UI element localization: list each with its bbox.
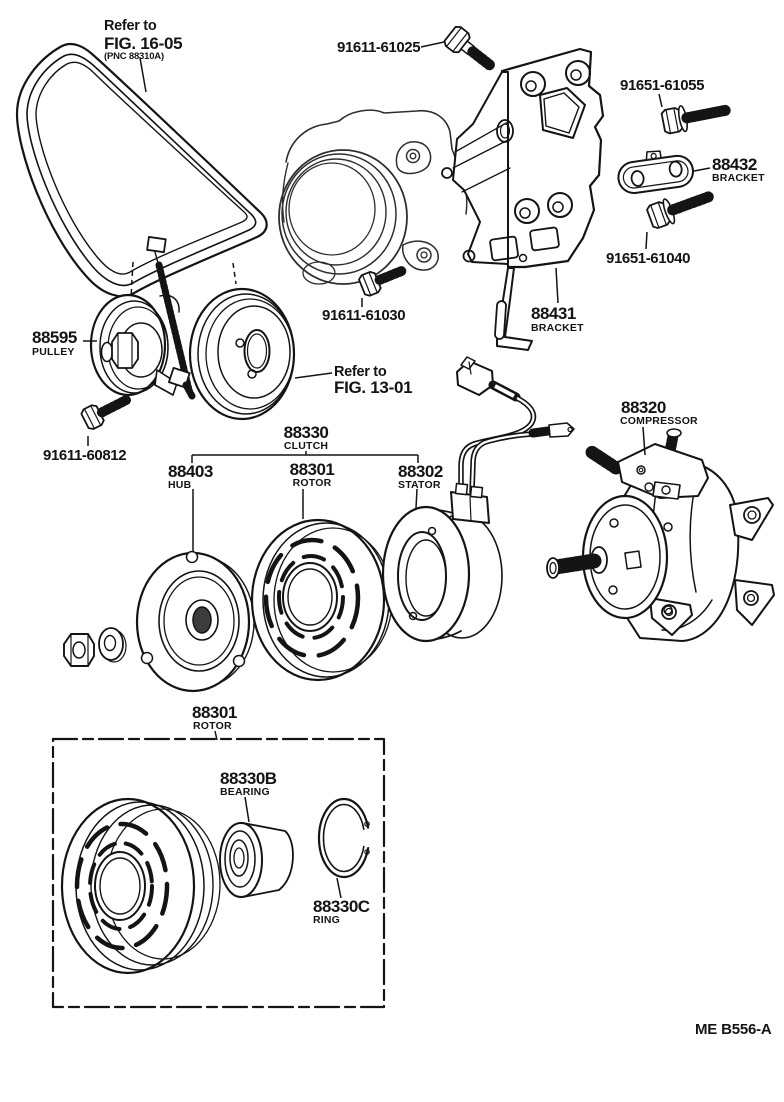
- part-name-88330: CLUTCH: [284, 440, 328, 452]
- part-name-88432: BRACKET: [712, 172, 765, 184]
- leader-line: [214, 730, 218, 741]
- part-label-91611-61030: 91611-61030: [322, 307, 405, 324]
- snap-ring-88330C: [317, 797, 371, 879]
- leader-line: [658, 93, 663, 108]
- leader-line: [244, 796, 250, 823]
- drive-belt: [15, 42, 268, 298]
- leader-line: [645, 231, 648, 250]
- crank-pulley: [188, 287, 296, 421]
- ref-fig-13-01-line2: FIG. 13-01: [334, 378, 412, 397]
- ref-fig-13-01-line1: Refer to: [334, 364, 387, 380]
- part-label-88330B: 88330B: [220, 769, 277, 788]
- compressor-front-view: [278, 109, 468, 285]
- bolt-icon-91651-61040: [646, 191, 714, 229]
- bracket-88432: [617, 150, 694, 194]
- clutch-hub-88403: [135, 550, 255, 693]
- bracket-88431: [441, 47, 605, 351]
- part-name-88595: PULLEY: [32, 346, 75, 358]
- tension-adjuster-bolt: [146, 236, 193, 394]
- compressor-88320: [546, 428, 775, 642]
- part-label-88320: 88320: [621, 398, 666, 417]
- part-label-91651-61055: 91651-61055: [620, 77, 704, 94]
- clutch-stator-88302: [381, 482, 503, 643]
- idler-pulley-88595: [89, 293, 180, 397]
- part-name-88301-detail: ROTOR: [193, 720, 232, 732]
- leader-line: [642, 426, 646, 456]
- leader-line: [294, 372, 333, 379]
- labels: Refer to FIG. 16-05 (PNC 88310A) 91611-6…: [32, 18, 772, 1038]
- part-label-88330C: 88330C: [313, 897, 370, 916]
- part-label-88403: 88403: [168, 462, 213, 481]
- ring-terminal: [548, 422, 575, 438]
- bolt-icon-91611-61030: [358, 265, 408, 297]
- leader-line: [415, 488, 418, 509]
- part-name-88403: HUB: [168, 479, 192, 491]
- bolt-icon-91651-61055: [660, 104, 731, 135]
- suction-fitting: [583, 444, 623, 475]
- part-label-88595: 88595: [32, 328, 77, 347]
- part-name-88301: ROTOR: [293, 477, 332, 489]
- part-label-88301: 88301: [290, 460, 335, 479]
- clutch-rotor-88301: [250, 518, 393, 682]
- ref-fig-16-05-line1: Refer to: [104, 18, 157, 34]
- bolt-icon-91611-61025: [443, 26, 495, 71]
- part-label-88301-detail: 88301: [192, 703, 237, 722]
- part-label-88431: 88431: [531, 304, 576, 323]
- figure-code: ME B556-A: [695, 1021, 772, 1038]
- rotor-detail-box: [51, 737, 386, 1009]
- shaft-nut: [63, 633, 95, 667]
- ref-fig-16-05-line3: (PNC 88310A): [104, 51, 164, 62]
- part-label-91651-61040: 91651-61040: [606, 250, 690, 267]
- rotor-pulley-detail: [60, 797, 221, 975]
- part-name-88330B: BEARING: [220, 786, 270, 798]
- part-name-88320: COMPRESSOR: [620, 415, 698, 427]
- leader-line: [130, 261, 134, 299]
- leader-line: [336, 877, 342, 899]
- leader-line: [693, 167, 711, 172]
- leader-line: [139, 57, 147, 93]
- part-name-88302: STATOR: [398, 479, 441, 491]
- stator-wire-harness: [456, 356, 575, 495]
- leader-line: [232, 262, 237, 285]
- bolt-icon-91611-60812: [80, 395, 131, 430]
- bearing-88330B: [219, 822, 294, 898]
- washer: [98, 627, 127, 663]
- part-name-88431: BRACKET: [531, 322, 584, 334]
- leader-line: [555, 267, 559, 304]
- adjuster-block: [168, 366, 196, 400]
- part-label-88302: 88302: [398, 462, 443, 481]
- ref-fig-16-05-line2: FIG. 16-05: [104, 34, 182, 53]
- part-label-88432: 88432: [712, 155, 757, 174]
- part-label-91611-60812: 91611-60812: [43, 447, 126, 464]
- part-name-88330C: RING: [313, 914, 340, 926]
- leader-line: [420, 41, 445, 48]
- leader-lines: [83, 41, 711, 899]
- part-label-88330: 88330: [284, 423, 329, 442]
- part-label-91611-61025: 91611-61025: [337, 39, 420, 56]
